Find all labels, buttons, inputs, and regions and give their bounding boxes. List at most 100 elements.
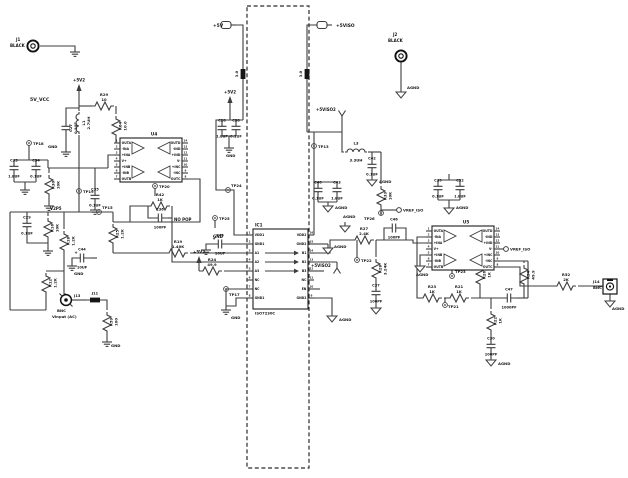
wire	[113, 178, 201, 223]
pin-number: 6	[249, 275, 251, 279]
pin-number: 4	[428, 244, 430, 248]
testpoint-TP17: TP17	[223, 286, 240, 297]
capacitor-value: 0.1UF	[21, 232, 33, 236]
capacitor-ref: C40	[314, 181, 322, 185]
agnd-label: AGND	[612, 306, 624, 311]
pin-label: B1	[302, 251, 307, 255]
resistor-ref: R28	[378, 265, 383, 274]
resistor-value: 49.9	[531, 270, 536, 280]
pin-label: NC	[255, 278, 261, 282]
testpoint-TP19: TP19	[76, 188, 94, 194]
capacitor-value: 10UF	[77, 266, 88, 270]
pin-number: 10	[310, 284, 314, 288]
resistor-value: 1.2K	[53, 277, 58, 288]
agnd-triangle-icon	[321, 247, 335, 255]
pin-number: 5	[116, 162, 118, 166]
agnd-triangle-icon	[484, 359, 498, 367]
capacitor-ref: C32	[456, 179, 464, 183]
wire	[306, 24, 317, 66]
resistor-value: 1K	[456, 289, 463, 294]
testpoint-icon	[449, 273, 455, 279]
capacitor-ref: C45	[216, 234, 224, 238]
pin-label: OUTA	[122, 141, 132, 145]
pin-number: 2	[116, 144, 118, 148]
testpoint-label: TP20	[159, 184, 170, 189]
testpoint-TP20: TP20	[152, 183, 170, 189]
agnd-label: AGND	[339, 317, 351, 322]
net-label: GND	[213, 234, 224, 239]
pin-label: -INB	[122, 171, 130, 175]
pin-label: +INB	[122, 165, 131, 169]
wire	[205, 243, 212, 246]
pin-number: 1	[249, 230, 251, 234]
pin-label: -INB	[434, 259, 442, 263]
pin-number: 6	[116, 168, 118, 172]
banana-jack-J1	[26, 39, 40, 53]
agnd-triangle-icon	[413, 265, 427, 273]
wire	[226, 297, 247, 307]
gnd-label: GND	[48, 144, 57, 149]
agnd-symbol	[369, 304, 383, 315]
resistor-value: 1.40K	[172, 244, 185, 249]
pin-label: OUTD	[483, 229, 493, 233]
wire	[500, 266, 554, 287]
power-plug-+5VISO	[316, 20, 332, 30]
capacitor-value: 100PF	[154, 226, 167, 230]
capacitor-ref: C33	[10, 159, 18, 163]
resistor-value: 10K	[388, 191, 393, 200]
resistor-ref: R42	[156, 192, 165, 197]
resistor-value: 1K	[487, 271, 492, 278]
pin-label: OUTA	[434, 229, 444, 233]
power-arrow-icon	[196, 256, 202, 263]
resistor-value: 1.2K	[120, 228, 125, 239]
resistor-ref: R19	[174, 239, 183, 244]
pin-number: 10	[184, 162, 188, 166]
net-label: BLACK	[388, 38, 404, 43]
power-flag-label: +5V2	[73, 78, 85, 83]
inductor-ref: L1	[81, 120, 86, 125]
pin-label: +IND	[483, 241, 492, 245]
testpoint-TP22: TP22	[354, 257, 372, 263]
agnd-symbol: AGND	[442, 204, 468, 215]
pin-number: 8	[249, 293, 251, 297]
net-label: BNC	[57, 308, 66, 313]
pin-number: 13	[310, 257, 314, 261]
ic-U5: U5OUTA1-INA2+INA3V+4+INB5-INB6OUTB7OUTD1…	[426, 220, 500, 271]
gnd-symbol: GND	[48, 144, 71, 157]
terminal-icon	[396, 207, 402, 213]
resistor-value: 3.24K	[383, 262, 388, 275]
agnd-triangle-icon	[365, 179, 379, 187]
net-label: 5V_VCC	[30, 97, 50, 103]
power-flag: +5V2	[193, 250, 205, 271]
pin-number: 12	[496, 238, 500, 242]
pin-label: A3	[255, 269, 260, 273]
opamp-triangle-icon	[468, 229, 483, 243]
pin-label: OUTC	[483, 265, 493, 269]
resistor-ref: R18	[66, 237, 71, 246]
capacitor-value: 0.1UF	[366, 173, 378, 177]
gnd-symbol: GND	[102, 338, 120, 348]
pin-number: 9	[184, 168, 186, 172]
testpoint-icon	[212, 215, 218, 221]
pin-number: 1	[116, 138, 118, 142]
opamp-triangle-icon	[131, 165, 146, 179]
resistor-value: 10K	[56, 180, 61, 189]
signal-arrow-icon	[294, 250, 299, 256]
pin-label: V+	[122, 159, 127, 163]
agnd-label: AGND	[407, 85, 419, 90]
pin-label: OUTB	[434, 265, 444, 269]
pin-number: 11	[310, 275, 314, 279]
agnd-label: AGND	[335, 205, 347, 210]
net-label: V2P5	[50, 206, 62, 211]
pin-label: GND1	[255, 242, 265, 246]
testpoint-label: TP21	[448, 304, 459, 309]
pin-number: 5	[249, 266, 251, 270]
pin-number: 9	[496, 256, 498, 260]
pin-label: +INC	[484, 253, 493, 257]
